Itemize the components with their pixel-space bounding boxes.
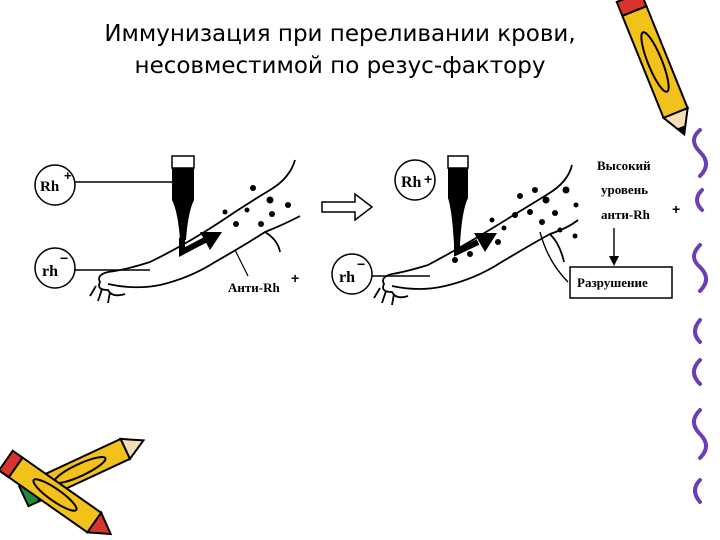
level-label-line-1: Высокий <box>597 158 651 173</box>
recipient-label-left: rh <box>42 263 58 280</box>
antibody-dots-right <box>452 186 579 263</box>
donor-circle-left <box>34 164 76 206</box>
donor-label-right: Rh <box>401 174 422 191</box>
level-label-sign: + <box>672 201 680 217</box>
panel-left: Rh + rh − <box>34 155 301 304</box>
flow-arrow-left <box>179 232 222 257</box>
arm-outline-left <box>89 159 301 304</box>
level-label-line-2: уровень <box>601 182 648 197</box>
slide-title: Иммунизация при переливании крови, несов… <box>60 18 620 82</box>
antibody-pointer-left <box>234 249 249 277</box>
recipient-sign-left: − <box>60 250 68 266</box>
antibody-sign-left: + <box>291 270 299 286</box>
pencil-top-right-icon <box>615 0 689 137</box>
antibody-dots-left <box>222 185 291 227</box>
antibody-label-left: Анти-Rh <box>228 280 280 295</box>
donor-sign-right: + <box>424 171 432 187</box>
transfusion-bottle-left <box>171 155 195 240</box>
recipient-circle-left <box>34 247 76 289</box>
flow-arrow-right <box>454 233 497 257</box>
level-label-line-3: анти-Rh <box>601 207 651 222</box>
destruction-pointer <box>609 228 619 266</box>
donor-label-left: Rh <box>40 179 60 195</box>
destruction-box <box>569 266 673 299</box>
pencil-bottom-left-icon <box>0 437 146 536</box>
donor-circle-right <box>394 159 436 201</box>
title-line-1: Иммунизация при переливании крови, <box>104 21 576 47</box>
transition-arrow <box>321 192 374 222</box>
recipient-sign-right: − <box>357 256 365 272</box>
title-line-2: несовместимой по резус-фактору <box>134 53 546 79</box>
recipient-circle-right <box>331 253 373 295</box>
panel-right: Rh + rh − <box>331 155 680 306</box>
donor-sign-left: + <box>64 168 72 183</box>
destruction-label: Разрушение <box>577 275 648 290</box>
transfusion-bottle-right <box>447 155 469 244</box>
recipient-label-right: rh <box>339 269 355 286</box>
border-squiggle-icon <box>692 128 708 504</box>
